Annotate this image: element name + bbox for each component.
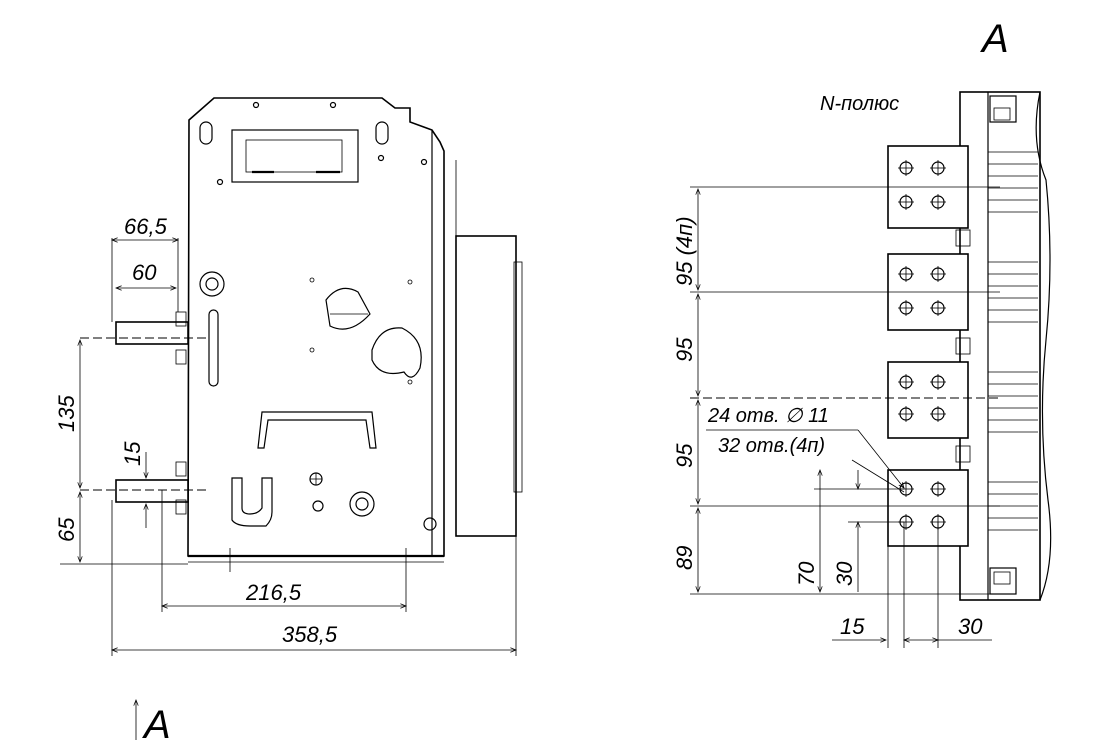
mount-hole bbox=[252, 101, 260, 109]
dim-66-5: 66,5 bbox=[124, 214, 168, 239]
dim-65: 65 bbox=[54, 517, 79, 542]
bolt-holes bbox=[898, 160, 946, 530]
mount-hole bbox=[377, 154, 385, 162]
bottom-clamp bbox=[989, 567, 1017, 595]
view-a: A N-полюс bbox=[672, 17, 1052, 648]
pivot-boss-upper-inner bbox=[205, 277, 219, 291]
pivot-boss-lower bbox=[349, 491, 375, 517]
busbar-clamp bbox=[175, 499, 187, 515]
pole-label: N-полюс bbox=[820, 93, 899, 115]
top-window-inner bbox=[245, 139, 343, 173]
mount-hole bbox=[216, 178, 224, 186]
rear-mechanism-block bbox=[455, 235, 517, 537]
cooling-fins bbox=[988, 151, 1038, 531]
mount-hole bbox=[407, 279, 413, 285]
pivot-boss-lower-inner bbox=[355, 497, 369, 511]
dim-95-a: 95 bbox=[672, 337, 697, 362]
dim-89: 89 bbox=[672, 546, 697, 570]
dim-70: 70 bbox=[794, 561, 819, 586]
plate-slot-right bbox=[375, 121, 389, 145]
break-line bbox=[1035, 91, 1052, 601]
top-clamp-inner bbox=[993, 107, 1011, 121]
vertical-guide-slot bbox=[208, 309, 219, 387]
dim-15: 15 bbox=[120, 441, 145, 466]
busbar-clamp bbox=[175, 461, 187, 477]
busbar-clamp bbox=[175, 349, 187, 365]
housing-body bbox=[959, 91, 1041, 601]
mount-hole bbox=[407, 379, 413, 385]
view-arrow-label: A bbox=[142, 703, 171, 747]
lower-slot bbox=[231, 477, 273, 527]
top-window bbox=[231, 129, 359, 183]
hole-note-2: 32 отв.(4п) bbox=[718, 435, 825, 457]
dim-15-h: 15 bbox=[840, 614, 865, 639]
dim-135: 135 bbox=[54, 395, 79, 432]
mount-hole bbox=[309, 277, 315, 283]
mount-hole bbox=[420, 158, 428, 166]
side-view: 66,5 60 135 65 15 216,5 358,5 A bbox=[54, 97, 523, 747]
plate-spacer bbox=[955, 229, 971, 247]
bottom-clamp-inner bbox=[993, 571, 1011, 585]
cam-upper bbox=[325, 287, 371, 330]
dim-358-5: 358,5 bbox=[282, 622, 338, 647]
small-hole bbox=[312, 500, 324, 512]
busbar-plate-4 bbox=[887, 469, 969, 547]
leader-line-2 bbox=[851, 459, 905, 493]
hole-note-1: 24 отв. ∅ 11 bbox=[707, 405, 829, 427]
plate-slot-left bbox=[199, 121, 213, 145]
corner-hole bbox=[423, 517, 437, 531]
pivot-boss-upper bbox=[199, 271, 225, 297]
busbar-plate-3 bbox=[887, 361, 969, 439]
plate-spacer bbox=[955, 337, 971, 355]
handle-bracket bbox=[257, 411, 377, 449]
view-a-title: A bbox=[980, 17, 1009, 61]
dim-216-5: 216,5 bbox=[245, 580, 302, 605]
side-plate-outline bbox=[187, 97, 445, 557]
dim-95-b: 95 bbox=[672, 443, 697, 468]
mount-hole bbox=[329, 101, 337, 109]
leader-line bbox=[857, 429, 904, 488]
dim-30-v: 30 bbox=[832, 561, 857, 586]
busbar-clamp bbox=[175, 311, 187, 327]
dim-30-h: 30 bbox=[958, 614, 983, 639]
rear-terminal-strip bbox=[513, 261, 523, 493]
top-clamp bbox=[989, 95, 1017, 123]
dim-60: 60 bbox=[132, 260, 157, 285]
dim-95-4p: 95 (4п) bbox=[672, 216, 697, 286]
busbar-upper bbox=[115, 321, 189, 345]
cam-lower bbox=[371, 327, 422, 378]
busbar-lower bbox=[115, 479, 189, 503]
plate-spacer bbox=[955, 445, 971, 463]
mount-hole bbox=[309, 347, 315, 353]
